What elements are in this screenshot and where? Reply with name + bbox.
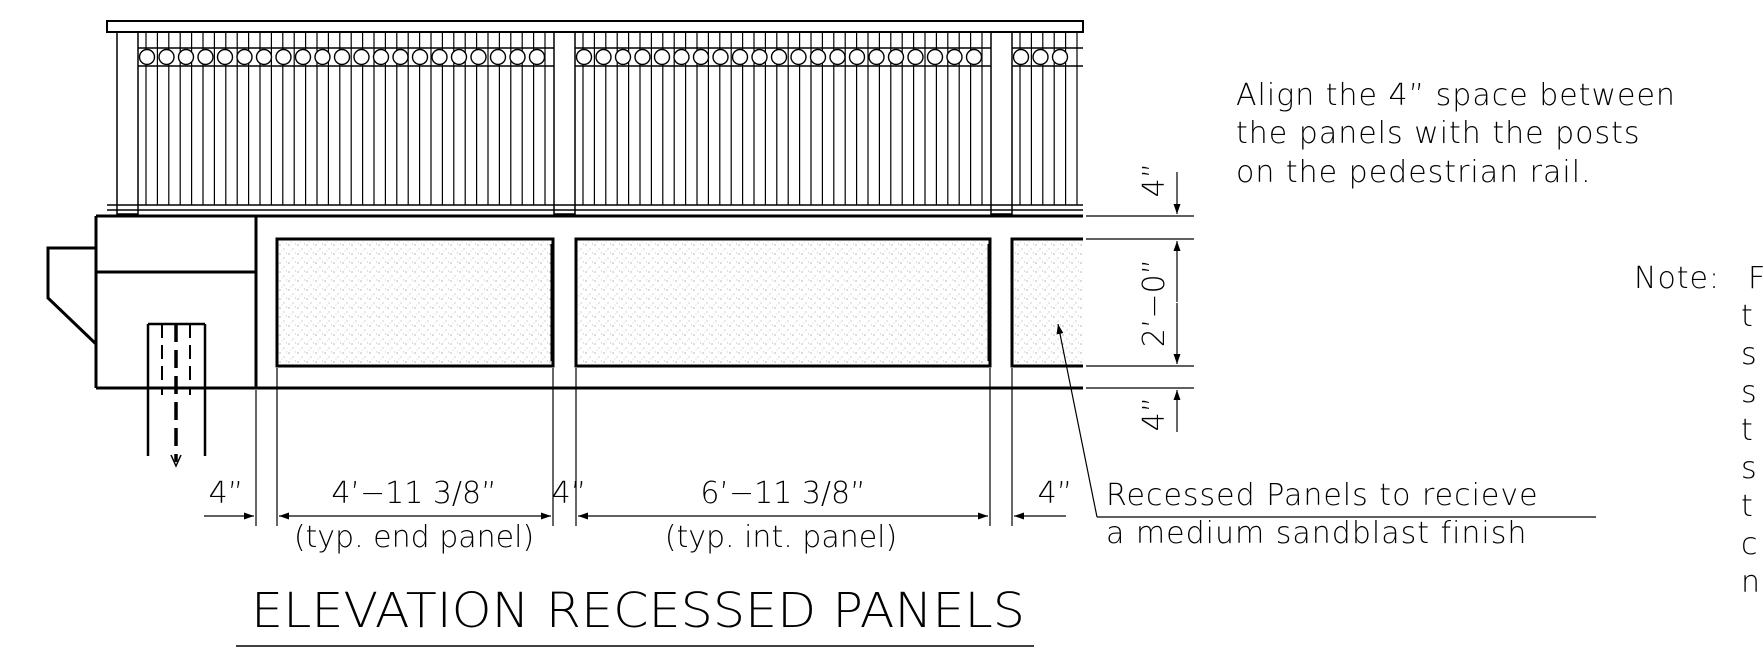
rail-ring	[731, 48, 749, 66]
align-note-line-2: the panels with the posts	[1236, 116, 1641, 151]
rail-ring	[392, 48, 409, 66]
recessed-panel-partial	[1010, 237, 1083, 368]
horizontal-dimensions	[204, 368, 1066, 526]
note-line-start: s	[1741, 375, 1757, 410]
note-line-start: s	[1741, 451, 1757, 486]
rail-post	[553, 31, 576, 215]
rail-ring	[275, 48, 292, 66]
rail-ring	[177, 48, 195, 66]
recessed-panel-end	[275, 237, 555, 368]
rail-ring	[294, 48, 312, 66]
note-label: Note:	[1634, 261, 1720, 296]
dim-bottom-band: 4”	[1137, 397, 1172, 432]
pile-stub	[146, 322, 207, 468]
rail-ring	[575, 48, 593, 66]
rail-ring	[158, 48, 175, 66]
recessed-panel-interior	[574, 237, 992, 368]
callout-line-1: Recessed Panels to recieve	[1106, 478, 1539, 513]
rail-ring	[509, 48, 526, 66]
dim-top-band: 4”	[1137, 163, 1172, 198]
dim-int-gap: 4”	[1038, 476, 1073, 511]
rail-ring	[751, 48, 768, 66]
rail-ring	[595, 48, 612, 66]
rail-ring	[712, 48, 729, 66]
rail-ring	[634, 48, 651, 66]
rail-ring	[614, 48, 632, 66]
rail-post-end	[116, 31, 139, 215]
rail-ring	[926, 48, 944, 66]
dim-int-panel: 6’−11 3/8”	[700, 476, 865, 511]
rail-ring	[411, 48, 429, 66]
rail-ring	[353, 48, 370, 66]
pedestrian-rail	[106, 20, 1084, 215]
end-block	[46, 246, 98, 346]
rail-ring	[1051, 48, 1069, 66]
callout-line-2: a medium sandblast finish	[1106, 516, 1527, 551]
rail-ring	[450, 48, 468, 66]
note-line-start: t	[1741, 299, 1753, 334]
dim-end-gap: 4”	[209, 476, 244, 511]
note-line-start: s	[1741, 337, 1757, 372]
note-line-start: n	[1741, 565, 1760, 600]
rail-ring	[790, 48, 807, 66]
drawing-title: ELEVATION RECESSED PANELS	[251, 583, 1025, 639]
rail-ring	[489, 48, 507, 66]
note-line-start: t	[1741, 489, 1753, 524]
rail-ring	[314, 48, 331, 66]
rail-ring	[965, 48, 983, 66]
align-note-line-3: on the pedestrian rail.	[1236, 155, 1592, 190]
note-line-start: F	[1748, 261, 1764, 296]
rail-ring	[770, 48, 788, 66]
rail-ring	[946, 48, 963, 66]
rail-ring	[236, 48, 253, 66]
top-rail	[106, 20, 1084, 33]
rail-ring	[470, 48, 487, 66]
rail-ring	[431, 48, 448, 66]
rail-ring	[333, 48, 351, 66]
rail-ring	[216, 48, 234, 66]
dim-panel-gap: 4”	[552, 476, 587, 511]
rail-ring	[692, 48, 710, 66]
rail-ring	[372, 48, 390, 66]
note-line-start: c	[1741, 527, 1758, 562]
rail-ring	[907, 48, 924, 66]
rail-ring	[1032, 48, 1049, 66]
rail-ring	[887, 48, 905, 66]
vertical-dimensions	[1086, 172, 1194, 432]
note-line-start: t	[1741, 413, 1753, 448]
rail-ring	[809, 48, 827, 66]
dim-int-panel-sub: (typ. int. panel)	[665, 520, 897, 555]
rail-ring	[673, 48, 690, 66]
rail-ring	[197, 48, 214, 66]
rail-ring	[868, 48, 885, 66]
dim-end-panel-sub: (typ. end panel)	[294, 520, 534, 555]
rail-ring	[528, 48, 546, 66]
rail-ring	[1012, 48, 1030, 66]
callout-leader	[1056, 323, 1596, 518]
rail-post	[990, 31, 1013, 215]
barrier-wall	[46, 214, 1083, 468]
align-note-line-1: Align the 4” space between	[1236, 78, 1676, 113]
dim-panel-height: 2’−0”	[1137, 259, 1172, 347]
rail-ring	[653, 48, 671, 66]
dim-end-panel: 4’−11 3/8”	[331, 476, 496, 511]
rail-ring	[829, 48, 846, 66]
rail-ring	[138, 48, 156, 66]
rail-ring	[848, 48, 866, 66]
decorative-rings	[138, 47, 1083, 67]
rail-ring	[255, 48, 273, 66]
